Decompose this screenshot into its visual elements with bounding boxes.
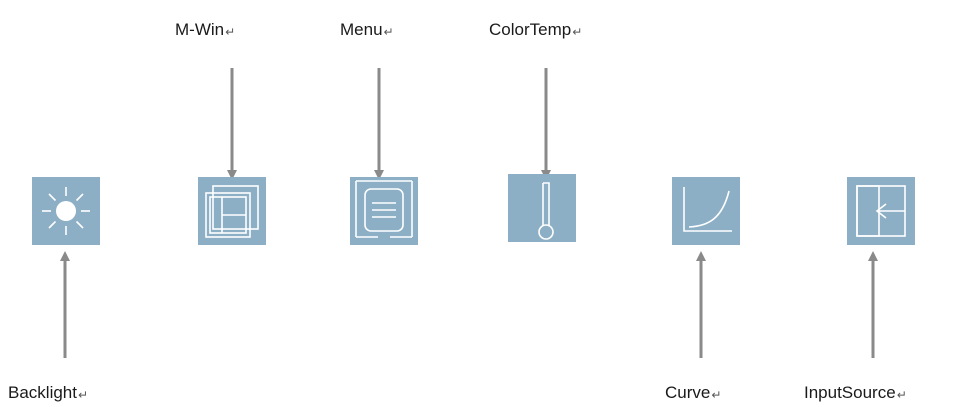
return-mark: ↵ <box>896 388 907 402</box>
curve-icon[interactable] <box>672 177 740 245</box>
m-win-icon[interactable] <box>198 177 266 245</box>
color-temp-label-text: ColorTemp <box>489 20 572 39</box>
color-temp-label: ColorTemp↵ <box>489 20 582 41</box>
menu-label-text: Menu <box>340 20 383 39</box>
menu-icon[interactable] <box>350 177 418 245</box>
menu-label: Menu↵ <box>340 20 394 41</box>
return-mark: ↵ <box>383 25 394 39</box>
return-mark: ↵ <box>225 25 236 39</box>
m-win-label-text: M-Win <box>175 20 225 39</box>
m-win-label: M-Win↵ <box>175 20 235 41</box>
input-source-label-text: InputSource <box>804 383 896 402</box>
return-mark: ↵ <box>77 388 89 402</box>
backlight-label: Backlight↵ <box>8 383 88 404</box>
input-source-icon[interactable] <box>847 177 915 245</box>
input-source-label: InputSource↵ <box>804 383 907 404</box>
color-temp-icon[interactable] <box>508 174 576 242</box>
curve-label-text: Curve <box>665 383 711 402</box>
return-mark: ↵ <box>711 388 722 402</box>
backlight-icon[interactable] <box>32 177 100 245</box>
backlight-label-text: Backlight <box>8 383 77 402</box>
curve-label: Curve↵ <box>665 383 721 404</box>
return-mark: ↵ <box>572 25 583 39</box>
